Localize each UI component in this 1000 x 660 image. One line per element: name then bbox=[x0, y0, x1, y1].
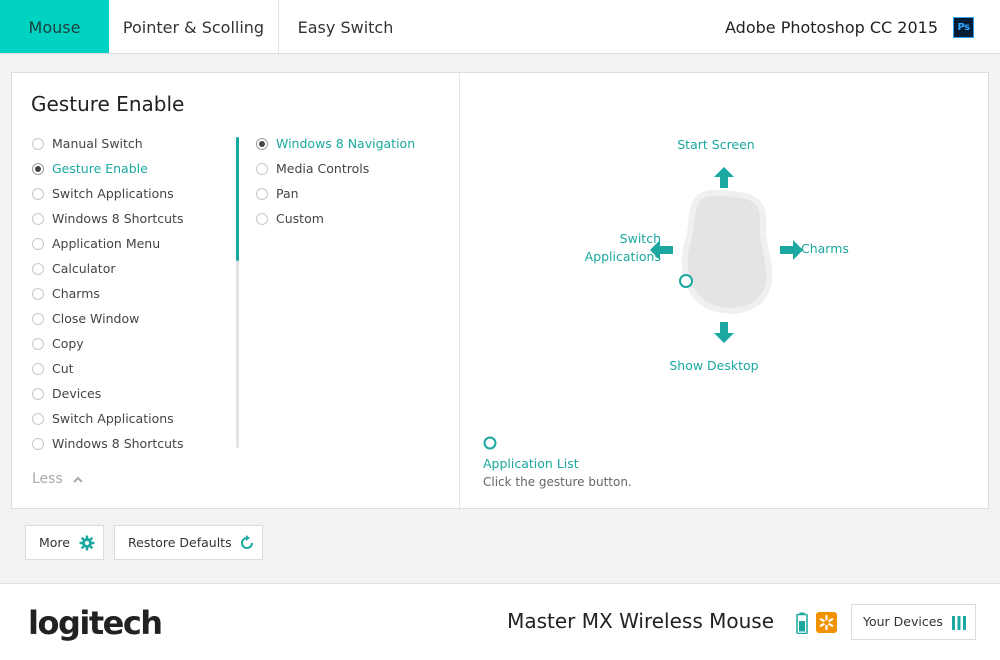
list-item-label: Custom bbox=[276, 211, 324, 226]
list-item[interactable]: Windows 8 Shortcuts bbox=[32, 210, 232, 235]
list-item[interactable]: Windows 8 Shortcuts bbox=[32, 435, 232, 460]
easy-switch-icon[interactable] bbox=[816, 612, 837, 633]
button-function-list: Manual Switch Gesture Enable Switch Appl… bbox=[32, 135, 232, 460]
devices-grid-icon bbox=[952, 616, 966, 630]
list-scrollbar-thumb[interactable] bbox=[236, 137, 239, 261]
radio-icon bbox=[32, 213, 44, 225]
list-item-label: Close Window bbox=[52, 311, 140, 326]
gesture-left-label-line2: Applications bbox=[584, 249, 661, 264]
footer: logitech Master MX Wireless Mouse Your D… bbox=[0, 583, 1000, 660]
arrow-down-icon bbox=[714, 322, 734, 343]
radio-icon bbox=[32, 188, 44, 200]
list-item[interactable]: Calculator bbox=[32, 260, 232, 285]
gesture-left-label: Switch Applications bbox=[541, 230, 661, 266]
list-item-label: Windows 8 Shortcuts bbox=[52, 211, 184, 226]
restore-defaults-button[interactable]: Restore Defaults bbox=[114, 525, 263, 560]
radio-icon bbox=[32, 238, 44, 250]
list-item-label: Charms bbox=[52, 286, 100, 301]
radio-icon bbox=[256, 213, 268, 225]
radio-icon bbox=[256, 163, 268, 175]
radio-icon bbox=[32, 338, 44, 350]
list-item-label: Copy bbox=[52, 336, 84, 351]
gesture-left-label-line1: Switch bbox=[619, 231, 661, 246]
list-item[interactable]: Switch Applications bbox=[32, 410, 232, 435]
list-item[interactable]: Application Menu bbox=[32, 235, 232, 260]
list-item-label: Calculator bbox=[52, 261, 116, 276]
radio-icon bbox=[32, 413, 44, 425]
restore-defaults-label: Restore Defaults bbox=[128, 535, 232, 550]
gesture-diagram-pane: Start Screen Charms Switch Applications … bbox=[461, 73, 988, 508]
list-item[interactable]: Devices bbox=[32, 385, 232, 410]
list-item-label: Media Controls bbox=[276, 161, 370, 176]
list-item[interactable]: Switch Applications bbox=[32, 185, 232, 210]
tab-easy-switch[interactable]: Easy Switch bbox=[297, 18, 394, 37]
tab-pointer-scrolling[interactable]: Pointer & Scolling bbox=[109, 0, 279, 53]
arrow-up-icon bbox=[714, 167, 734, 188]
radio-icon bbox=[32, 288, 44, 300]
settings-panel: Gesture Enable Manual Switch Gesture Ena… bbox=[11, 72, 989, 509]
top-navigation: Mouse Pointer & Scolling Easy Switch Ado… bbox=[0, 0, 1000, 54]
radio-icon bbox=[32, 388, 44, 400]
gesture-option-windows8[interactable]: Windows 8 Navigation bbox=[256, 135, 456, 160]
gesture-button-icon bbox=[679, 274, 693, 288]
gesture-option-custom[interactable]: Custom bbox=[256, 210, 456, 235]
radio-icon bbox=[32, 138, 44, 150]
list-item-label: Application Menu bbox=[52, 236, 161, 251]
gear-icon bbox=[79, 535, 95, 551]
your-devices-button[interactable]: Your Devices bbox=[851, 604, 976, 640]
list-item-label: Pan bbox=[276, 186, 299, 201]
photoshop-icon[interactable]: Ps bbox=[953, 17, 974, 38]
gesture-button-circle-icon bbox=[483, 436, 497, 450]
more-button[interactable]: More bbox=[25, 525, 104, 560]
gesture-down-label: Show Desktop bbox=[669, 358, 759, 373]
list-item[interactable]: Manual Switch bbox=[32, 135, 232, 160]
gesture-option-list: Windows 8 Navigation Media Controls Pan … bbox=[256, 135, 456, 235]
radio-icon bbox=[32, 313, 44, 325]
radio-icon bbox=[32, 363, 44, 375]
radio-icon bbox=[256, 188, 268, 200]
list-scrollbar[interactable] bbox=[236, 137, 239, 448]
options-pane: Gesture Enable Manual Switch Gesture Ena… bbox=[12, 73, 460, 508]
radio-icon bbox=[32, 438, 44, 450]
list-item[interactable]: Gesture Enable bbox=[32, 160, 232, 185]
logitech-logo: logitech bbox=[28, 604, 163, 642]
mouse-silhouette-icon bbox=[681, 189, 773, 314]
radio-icon bbox=[256, 138, 268, 150]
panel-title: Gesture Enable bbox=[31, 92, 185, 116]
list-item-label: Windows 8 Navigation bbox=[276, 136, 416, 151]
list-item[interactable]: Charms bbox=[32, 285, 232, 310]
application-title[interactable]: Adobe Photoshop CC 2015 bbox=[725, 18, 938, 37]
application-list-label: Application List bbox=[483, 456, 579, 471]
arrow-left-icon bbox=[650, 240, 673, 260]
list-item-label: Switch Applications bbox=[52, 186, 174, 201]
arrow-right-icon bbox=[780, 240, 803, 260]
list-item-label: Windows 8 Shortcuts bbox=[52, 436, 184, 451]
refresh-icon bbox=[241, 535, 253, 549]
your-devices-label: Your Devices bbox=[863, 614, 943, 629]
list-item[interactable]: Copy bbox=[32, 335, 232, 360]
battery-icon bbox=[796, 612, 808, 634]
application-list-hint: Click the gesture button. bbox=[483, 475, 632, 489]
list-item-label: Manual Switch bbox=[52, 136, 143, 151]
chevron-up-icon[interactable] bbox=[72, 474, 84, 486]
mouse-gesture-diagram bbox=[650, 167, 803, 343]
less-toggle[interactable]: Less bbox=[32, 471, 63, 487]
gesture-up-label: Start Screen bbox=[677, 137, 755, 152]
gesture-right-label: Charms bbox=[801, 241, 849, 256]
list-item-label: Devices bbox=[52, 386, 102, 401]
list-item-label: Cut bbox=[52, 361, 74, 376]
list-item-label: Gesture Enable bbox=[52, 161, 148, 176]
radio-icon bbox=[32, 263, 44, 275]
radio-icon bbox=[32, 163, 44, 175]
list-item-label: Switch Applications bbox=[52, 411, 174, 426]
list-item[interactable]: Close Window bbox=[32, 310, 232, 335]
list-item[interactable]: Cut bbox=[32, 360, 232, 385]
more-button-label: More bbox=[39, 535, 70, 550]
tab-mouse[interactable]: Mouse bbox=[0, 0, 109, 53]
gesture-option-media[interactable]: Media Controls bbox=[256, 160, 456, 185]
device-name: Master MX Wireless Mouse bbox=[507, 609, 774, 633]
gesture-option-pan[interactable]: Pan bbox=[256, 185, 456, 210]
